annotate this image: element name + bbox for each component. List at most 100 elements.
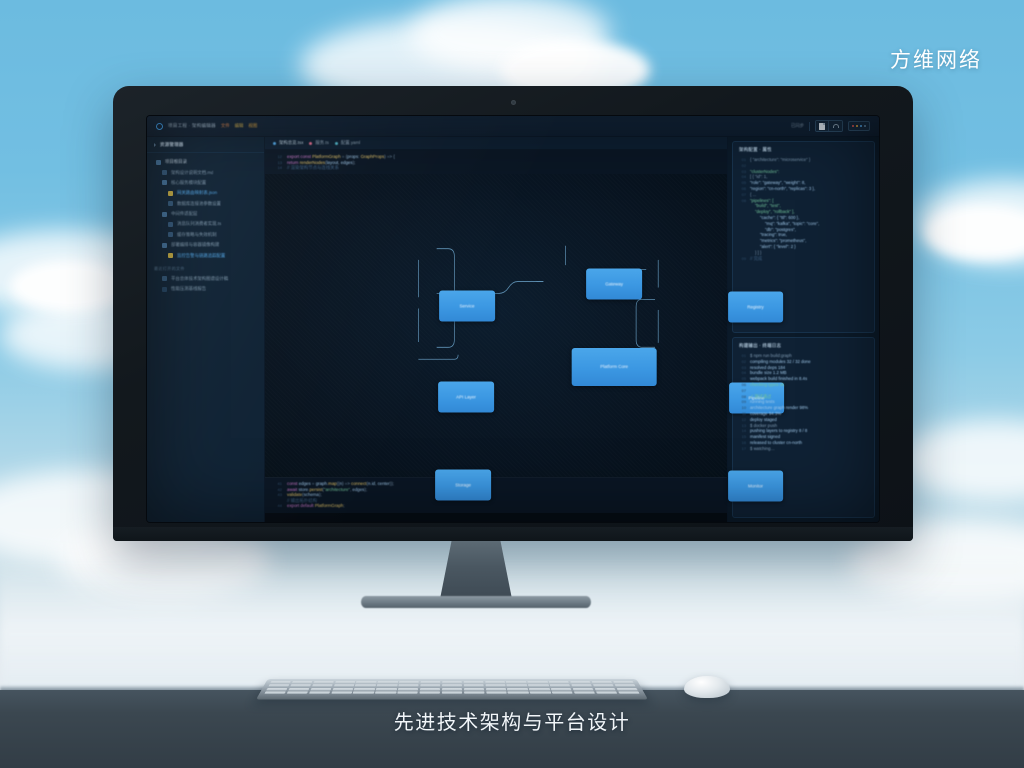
keyboard-key[interactable] [286,691,309,694]
keyboard-key[interactable] [356,681,377,684]
sidebar-item[interactable]: 数据库连接池参数设置 [147,199,264,209]
keyboard-key[interactable] [311,684,333,687]
keyboard-key[interactable] [549,684,571,687]
more-icon[interactable] [864,125,866,127]
mouse[interactable] [684,676,730,698]
keyboard-key[interactable] [398,684,419,687]
sidebar-item[interactable]: 架构设计说明文档.md [147,167,264,177]
maximize-icon[interactable] [860,125,862,127]
sidebar-item[interactable]: 网关路由映射表.json [147,188,264,198]
keyboard-key[interactable] [441,688,463,691]
sidebar-item[interactable]: 缓存策略与失效机制 [147,230,264,240]
diagram-node-n-registry[interactable]: Registry [727,291,784,323]
sidebar-item[interactable]: 中间件适配层 [147,209,264,219]
keyboard-key[interactable] [441,691,463,694]
diagram-node-n-storage[interactable]: Storage [435,469,492,501]
keyboard-key[interactable] [420,684,441,687]
tab-a[interactable]: 架构总览.tsx [273,140,303,146]
keyboard-key[interactable] [506,684,528,687]
keyboard-key[interactable] [354,688,375,691]
keyboard-key[interactable] [485,691,507,694]
keyboard-key[interactable] [352,691,375,694]
keyboard-key[interactable] [308,691,331,694]
keyboard-key[interactable] [548,681,570,684]
keyboard-key[interactable] [334,681,356,684]
keyboard-key[interactable] [419,688,441,691]
keyboard-key[interactable] [527,681,548,684]
keyboard-key[interactable] [506,681,527,684]
keyboard-key[interactable] [377,681,398,684]
keyboard-key[interactable] [551,691,574,694]
keyboard-key[interactable] [570,681,591,684]
keyboard-key[interactable] [310,688,332,691]
keyboard-key[interactable] [330,691,353,694]
sidebar-item[interactable]: 项目根目录 [147,157,264,167]
keyboard-key[interactable] [399,681,420,684]
keyboard-key[interactable] [397,688,419,691]
keyboard-key[interactable] [550,688,572,691]
keyboard-key[interactable] [529,688,550,691]
keyboard-key[interactable] [355,684,376,687]
sidebar-item[interactable]: 监控告警与链路追踪配置 [147,250,264,260]
diagram-node-n-pipeline[interactable]: Pipeline [728,382,785,414]
keyboard-key[interactable] [291,681,313,684]
keyboard-key[interactable] [441,684,463,687]
tab-c[interactable]: 配置.yaml [334,140,360,146]
menu-item-edit[interactable]: 编辑 [234,123,244,128]
window-controls[interactable] [848,121,870,131]
keyboard-key[interactable] [264,691,287,694]
diagram-node-n-core[interactable]: Platform Core [571,347,657,386]
keyboard-key[interactable] [397,691,419,694]
preview-doc-button[interactable] [816,121,829,131]
diagram-node-n-api[interactable]: API Layer [438,381,494,413]
keyboard-key[interactable] [313,681,334,684]
keyboard-key[interactable] [441,681,463,684]
keyboard-key[interactable] [484,681,505,684]
keyboard-key[interactable] [591,681,613,684]
keyboard-key[interactable] [463,681,484,684]
sidebar-recent-item[interactable]: 平台总体技术架构图谱设计稿 [147,274,264,284]
keyboard-key[interactable] [616,688,638,691]
keyboard-key[interactable] [419,691,441,694]
minimize-icon[interactable] [856,125,858,127]
keyboard-key[interactable] [268,684,290,687]
keyboard-key[interactable] [573,691,596,694]
tab-b[interactable]: 服务.ts [309,140,329,146]
menu-item-view[interactable]: 视图 [248,123,258,128]
diagram-node-n-service[interactable]: Service [439,290,495,322]
keyboard-key[interactable] [507,688,529,691]
keyboard-key[interactable] [614,684,636,687]
sidebar-item[interactable]: 部署编排与容器镜像构建 [147,240,264,250]
keyboard-key[interactable] [375,688,397,691]
keyboard-key[interactable] [592,684,615,687]
keyboard-key[interactable] [529,691,551,694]
keyboard-key[interactable] [266,688,288,691]
sidebar-recent-item[interactable]: 性能压测基线报告 [147,284,264,294]
keyboard-key[interactable] [289,684,312,687]
menu-item-file[interactable]: 文件 [220,123,230,128]
keyboard-key[interactable] [333,684,355,687]
keyboard-key[interactable] [463,691,485,694]
sidebar-item[interactable]: 消息队列消费者实现.ts [147,219,264,229]
curve-tool-button[interactable] [829,121,842,131]
keyboard-key[interactable] [375,691,397,694]
keyboard-key[interactable] [332,688,354,691]
keyboard-key[interactable] [270,681,292,684]
keyboard-key[interactable] [485,688,507,691]
keyboard-key[interactable] [507,691,529,694]
keyboard-key[interactable] [463,684,484,687]
close-icon[interactable] [852,125,854,127]
diagram-node-n-gateway[interactable]: Gateway [586,268,643,300]
keyboard[interactable] [255,679,649,700]
keyboard-key[interactable] [617,691,640,694]
keyboard-key[interactable] [528,684,549,687]
sidebar-item[interactable]: 核心服务模块配置 [147,178,264,188]
keyboard-key[interactable] [463,688,485,691]
keyboard-key[interactable] [485,684,506,687]
keyboard-key[interactable] [594,688,616,691]
keyboard-key[interactable] [571,684,593,687]
keyboard-key[interactable] [612,681,634,684]
